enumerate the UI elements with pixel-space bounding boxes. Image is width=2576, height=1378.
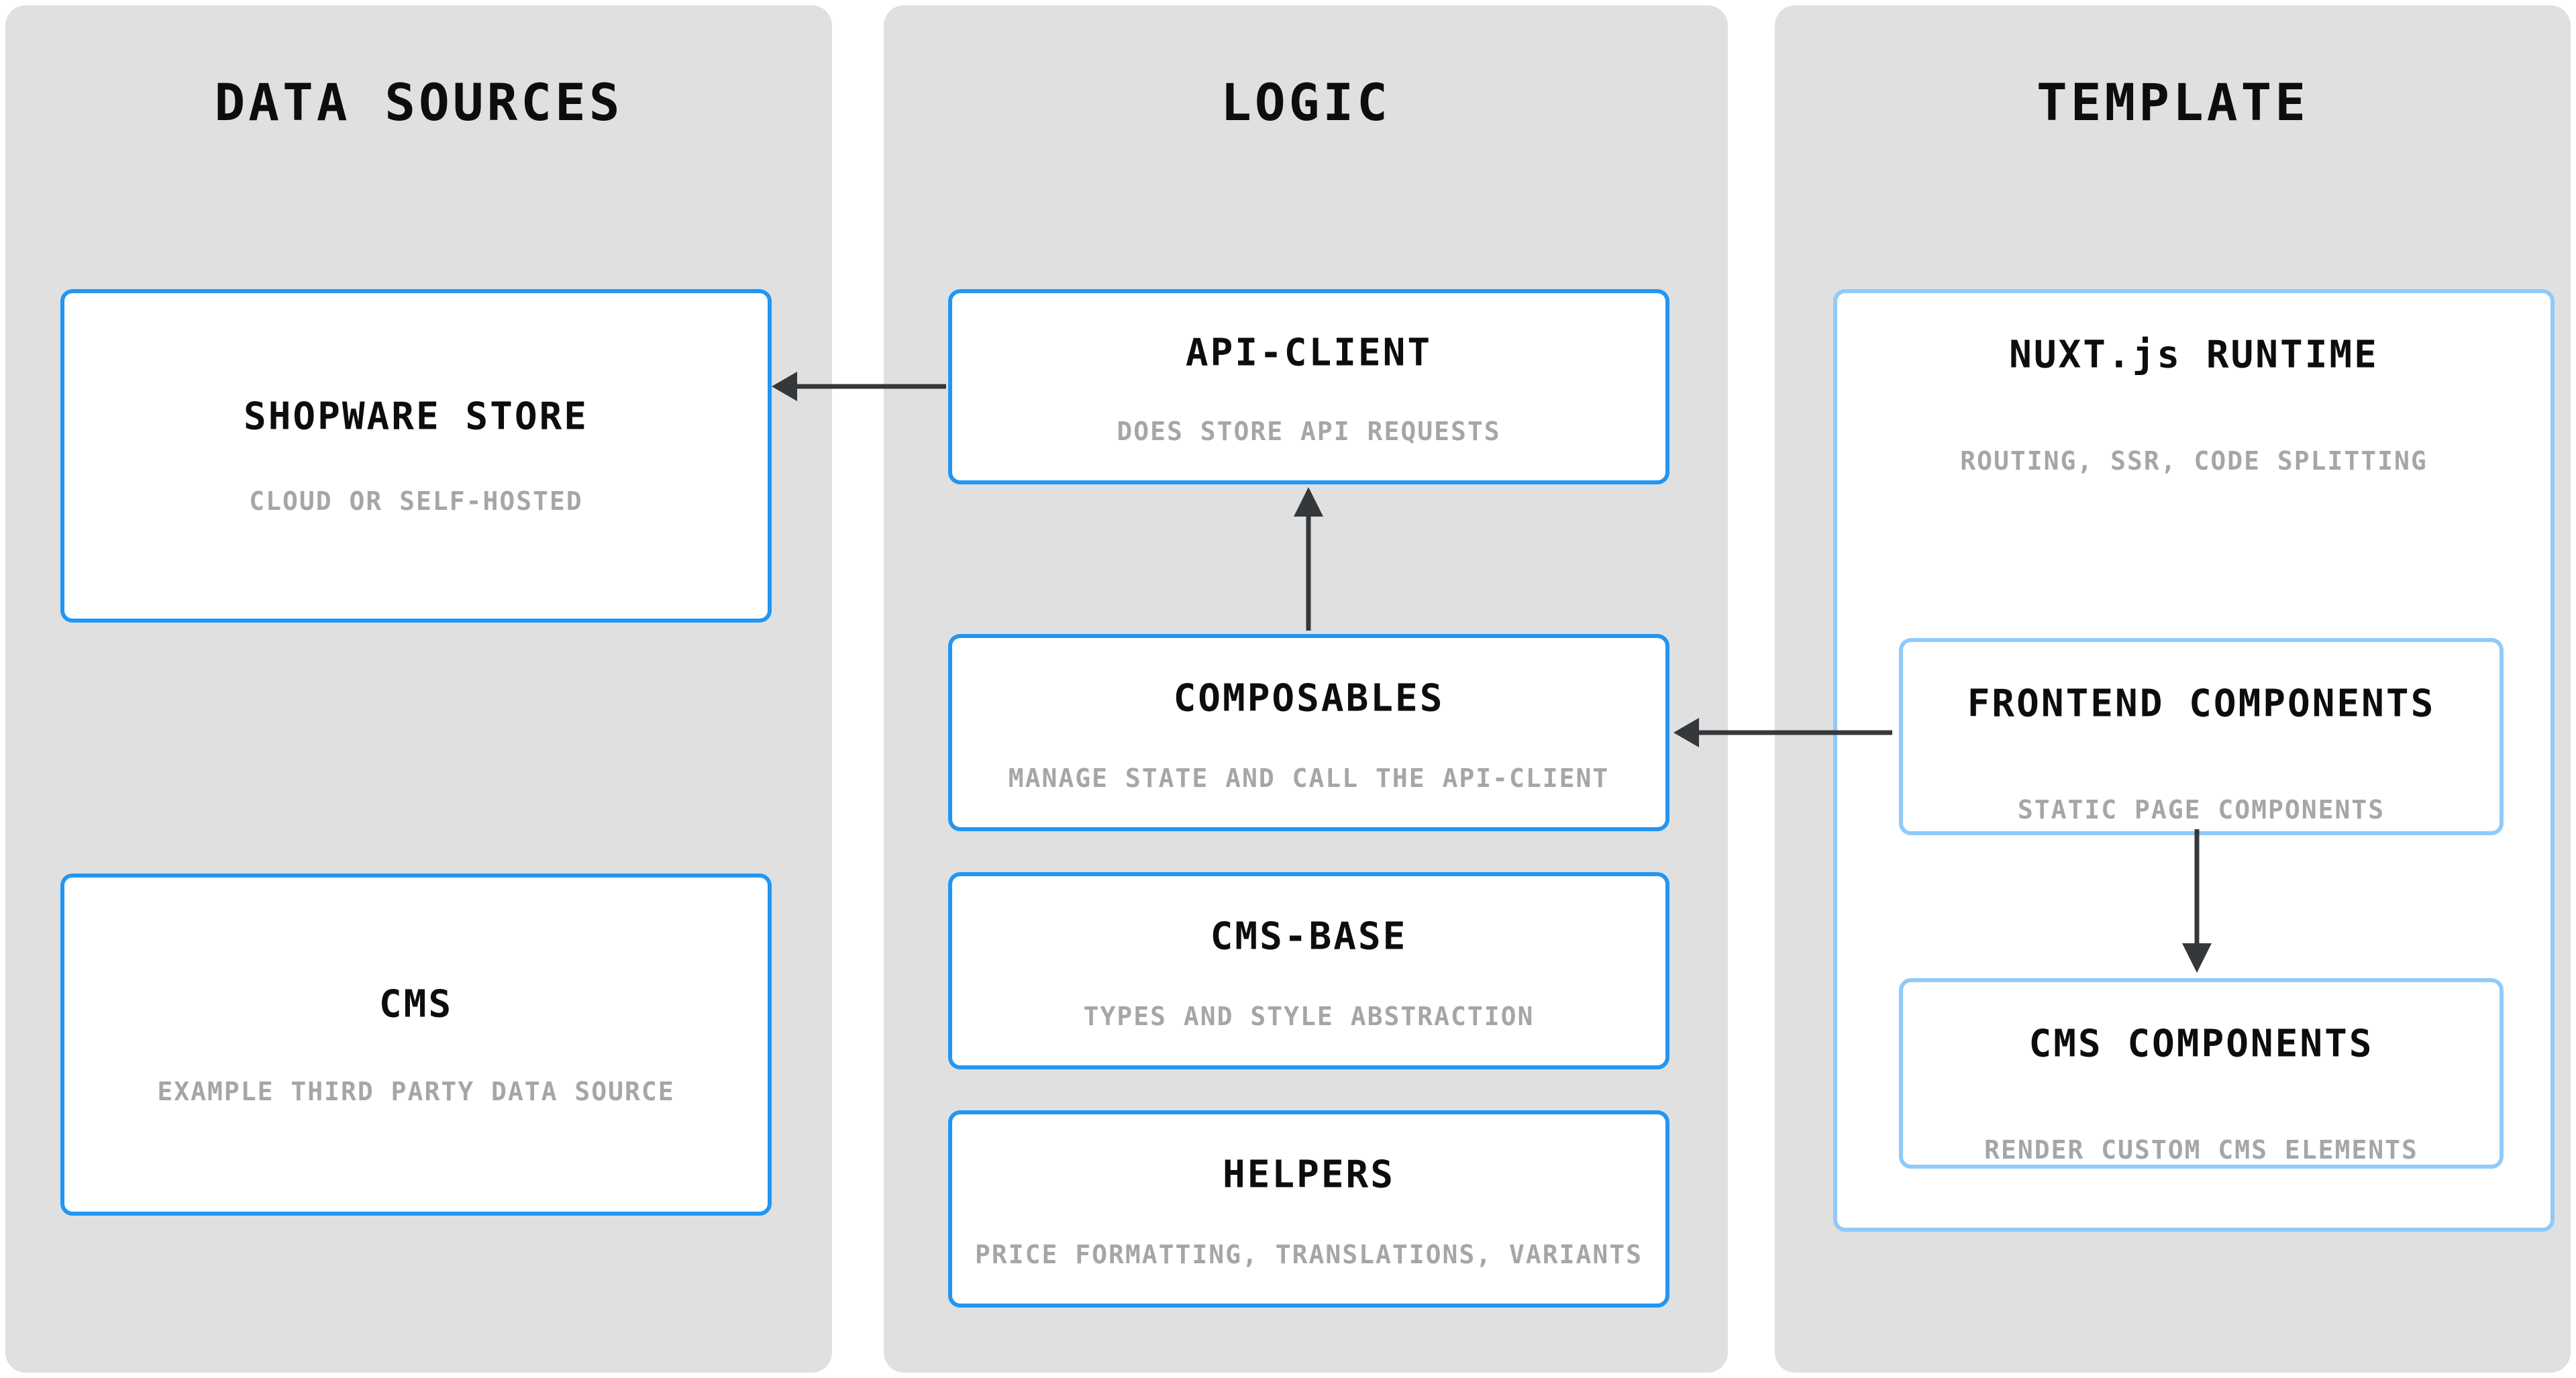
box-title-shopware-store: SHOPWARE STORE xyxy=(243,394,588,439)
column-title-data-sources: DATA SOURCES xyxy=(214,72,623,132)
box-cms: CMS EXAMPLE THIRD PARTY DATA SOURCE xyxy=(60,873,772,1216)
box-title-cms-components: CMS COMPONENTS xyxy=(2028,1022,2374,1066)
panel-logic: LOGIC API-CLIENT DOES STORE API REQUESTS… xyxy=(884,5,1728,1373)
box-subtitle-composables: MANAGE STATE AND CALL THE API-CLIENT xyxy=(1008,763,1610,793)
box-title-nuxt-runtime: NUXT.js RUNTIME xyxy=(2009,333,2379,377)
box-title-api-client: API-CLIENT xyxy=(1185,331,1433,375)
box-frontend-components: FRONTEND COMPONENTS STATIC PAGE COMPONEN… xyxy=(1899,638,2504,835)
box-subtitle-cms-components: RENDER CUSTOM CMS ELEMENTS xyxy=(1984,1135,2418,1165)
box-title-composables: COMPOSABLES xyxy=(1173,676,1445,721)
box-shopware-store: SHOPWARE STORE CLOUD OR SELF-HOSTED xyxy=(60,289,772,623)
box-cms-components: CMS COMPONENTS RENDER CUSTOM CMS ELEMENT… xyxy=(1899,978,2504,1169)
box-subtitle-shopware-store: CLOUD OR SELF-HOSTED xyxy=(249,486,583,517)
box-nuxt-runtime: NUXT.js RUNTIME ROUTING, SSR, CODE SPLIT… xyxy=(1833,289,2555,1232)
box-title-frontend-components: FRONTEND COMPONENTS xyxy=(1967,682,2436,726)
box-title-cms-base: CMS-BASE xyxy=(1210,914,1408,959)
box-subtitle-cms: EXAMPLE THIRD PARTY DATA SOURCE xyxy=(157,1076,675,1106)
column-title-template: TEMPLATE xyxy=(2036,72,2310,132)
box-subtitle-frontend-components: STATIC PAGE COMPONENTS xyxy=(2017,795,2385,825)
box-cms-base: CMS-BASE TYPES AND STYLE ABSTRACTION xyxy=(948,872,1669,1069)
column-title-logic: LOGIC xyxy=(1221,72,1391,132)
box-composables: COMPOSABLES MANAGE STATE AND CALL THE AP… xyxy=(948,634,1669,831)
panel-template: TEMPLATE NUXT.js RUNTIME ROUTING, SSR, C… xyxy=(1775,5,2571,1373)
box-subtitle-nuxt-runtime: ROUTING, SSR, CODE SPLITTING xyxy=(1960,446,2428,476)
box-subtitle-api-client: DOES STORE API REQUESTS xyxy=(1117,417,1501,447)
box-helpers: HELPERS PRICE FORMATTING, TRANSLATIONS, … xyxy=(948,1110,1669,1308)
box-api-client: API-CLIENT DOES STORE API REQUESTS xyxy=(948,289,1669,484)
box-subtitle-cms-base: TYPES AND STYLE ABSTRACTION xyxy=(1083,1001,1535,1031)
box-subtitle-helpers: PRICE FORMATTING, TRANSLATIONS, VARIANTS xyxy=(974,1239,1643,1269)
box-title-cms: CMS xyxy=(378,982,454,1026)
box-title-helpers: HELPERS xyxy=(1222,1153,1395,1197)
panel-data-sources: DATA SOURCES SHOPWARE STORE CLOUD OR SEL… xyxy=(5,5,832,1373)
